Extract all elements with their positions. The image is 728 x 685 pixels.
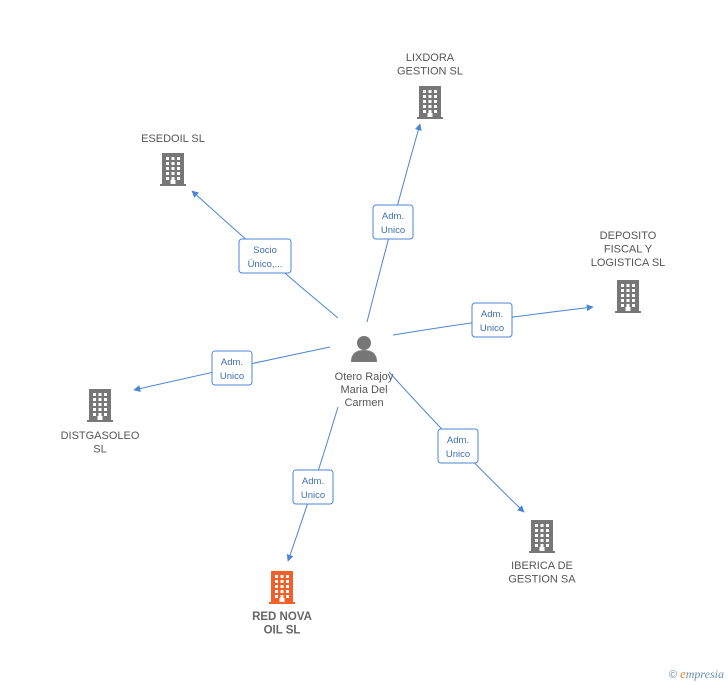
building-icon: [417, 86, 443, 119]
company-label-esedoil: ESEDOIL SL: [141, 133, 205, 145]
edge-label-box[interactable]: Adm.Unico: [211, 350, 253, 386]
building-icon: [269, 571, 295, 604]
brand-initial: e: [679, 666, 686, 681]
edge-label-box[interactable]: Adm.Unico: [372, 204, 414, 240]
company-node-esedoil[interactable]: ESEDOIL SL: [141, 133, 205, 186]
edge-label: Adm.Unico: [480, 309, 504, 334]
edge-label-box[interactable]: Adm.Unico: [292, 469, 334, 505]
edge-label-box[interactable]: Adm.Unico: [437, 428, 479, 464]
edge-deposito: Adm.Unico: [392, 302, 594, 338]
person-icon: [351, 336, 377, 362]
edge-label: Adm.Unico: [301, 476, 325, 501]
edge-label: Adm.Unico: [381, 211, 405, 236]
edge-label-box[interactable]: Adm.Unico: [471, 302, 513, 338]
building-icon: [87, 389, 113, 422]
edge-rednova: Adm.Unico: [286, 406, 339, 562]
building-icon: [615, 280, 641, 313]
building-icon: [160, 153, 186, 186]
brand-name: mpresia: [685, 667, 724, 681]
edge-iberica: Adm.Unico: [388, 371, 525, 513]
building-icon: [529, 520, 555, 553]
edge-label: Adm.Unico: [220, 357, 244, 382]
edge-distgasoleo: Adm.Unico: [133, 346, 331, 393]
edge-lixdora: Adm.Unico: [366, 123, 422, 323]
edge-label: Adm.Unico: [446, 435, 470, 460]
copyright-credit: © empresia: [669, 666, 724, 682]
copyright-symbol: ©: [668, 669, 677, 681]
